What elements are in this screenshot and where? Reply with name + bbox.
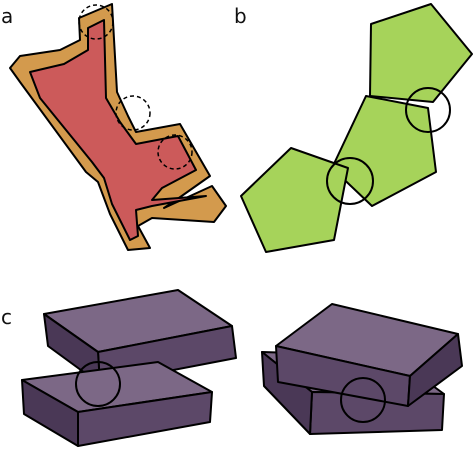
panel-c-blocks-left [21,289,237,447]
star-inner [29,19,207,241]
contact-circle-b1 [405,87,451,133]
block-lower-left-side [21,379,79,447]
panel-label-c: c [1,305,12,329]
pentagon-bottom-left [240,147,349,253]
contact-circle-a2 [115,95,151,131]
panel-a-star [9,3,227,251]
panel-b-pentagons [240,3,473,253]
panel-label-a: a [1,4,14,28]
block-upper-right-side [407,333,463,407]
panel-c-blocks-right [261,303,463,435]
contact-circle-a3 [157,134,193,170]
panel-label-b: b [234,4,247,28]
pentagon-middle [331,95,437,207]
contact-circle-c1 [75,361,121,407]
pentagon-top-right [369,3,473,103]
contact-circle-b2 [326,157,374,205]
contact-circle-c2 [340,377,386,423]
contact-circle-a1 [78,4,114,40]
